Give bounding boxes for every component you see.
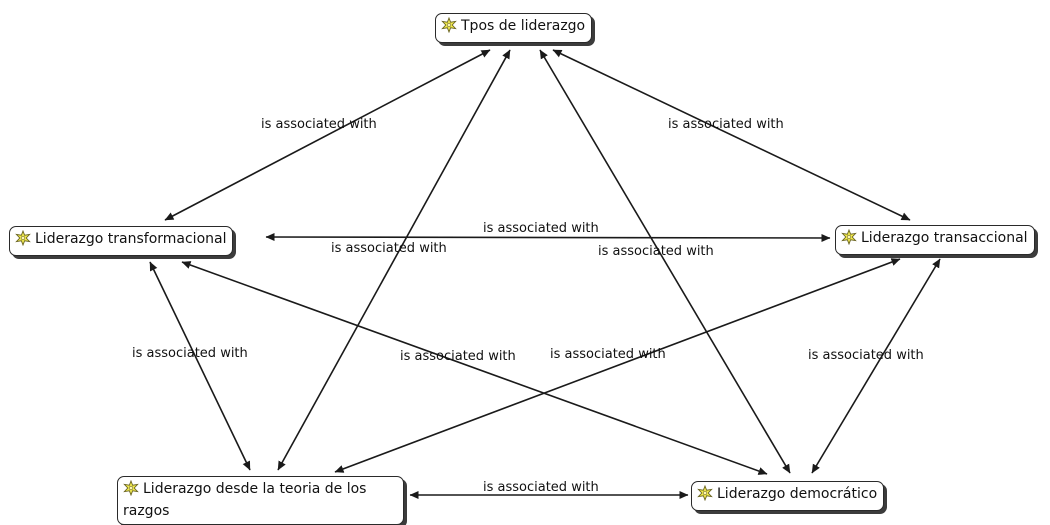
edge-transaccional-rasgos: [334, 258, 901, 473]
edge-label-transformacional-transaccional: is associated with: [483, 221, 599, 236]
edge-label-transaccional-rasgos: is associated with: [550, 347, 666, 362]
concept-code-icon: [15, 229, 31, 252]
edge-label-transaccional-democratico: is associated with: [808, 348, 924, 363]
edge-tipos-democratico: [539, 49, 791, 474]
node-liderazgo-transaccional[interactable]: Liderazgo transaccional: [835, 225, 1035, 255]
edge-label-tipos-democratico: is associated with: [598, 244, 714, 259]
node-tipos-de-liderazgo[interactable]: Tpos de liderazgo: [435, 13, 593, 43]
node-liderazgo-democratico[interactable]: Liderazgo democrático: [691, 481, 885, 511]
node-label: Liderazgo democrático: [717, 486, 878, 502]
node-label: Liderazgo transformacional: [35, 231, 227, 247]
edge-label-transformacional-rasgos: is associated with: [132, 346, 248, 361]
edge-transformacional-transaccional: [265, 232, 831, 243]
edge-label-tipos-transaccional: is associated with: [668, 117, 784, 132]
edge-label-tipos-rasgos: is associated with: [331, 241, 447, 256]
edge-transaccional-democratico: [811, 258, 941, 474]
node-liderazgo-transformacional[interactable]: Liderazgo transformacional: [9, 226, 234, 256]
node-liderazgo-teoria-rasgos[interactable]: Liderazgo desde la teoria de los razgos: [117, 476, 404, 525]
concept-code-icon: [441, 16, 457, 39]
edge-transformacional-rasgos: [149, 261, 251, 471]
edge-tipos-transaccional: [552, 49, 911, 221]
node-label: Liderazgo desde la teoria de los razgos: [123, 481, 367, 519]
edge-transformacional-democratico: [181, 261, 768, 475]
edge-label-tipos-transformacional: is associated with: [261, 117, 377, 132]
concept-code-icon: [123, 479, 139, 502]
edge-tipos-rasgos: [277, 49, 511, 471]
edge-label-transformacional-democratico: is associated with: [400, 349, 516, 364]
node-label: Liderazgo transaccional: [861, 230, 1028, 246]
concept-code-icon: [697, 484, 713, 507]
edge-label-rasgos-democratico: is associated with: [483, 480, 599, 495]
node-label: Tpos de liderazgo: [461, 18, 586, 34]
concept-code-icon: [841, 228, 857, 251]
edge-tipos-transformacional: [164, 49, 491, 221]
